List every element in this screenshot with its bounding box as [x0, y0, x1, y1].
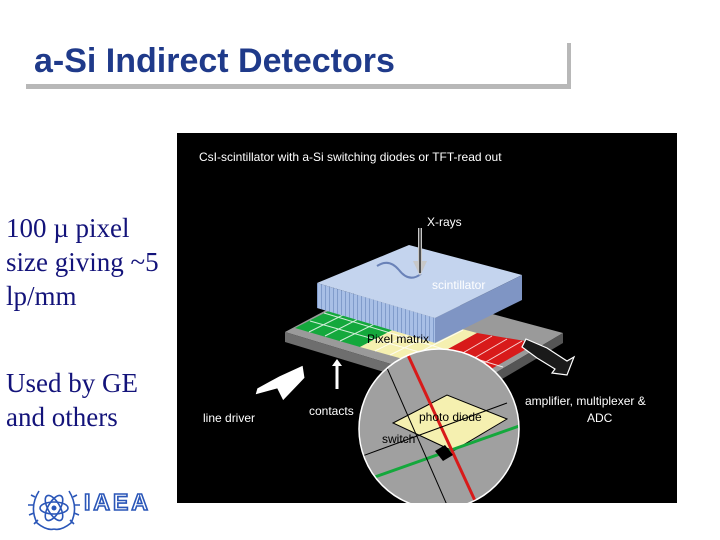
- pixel-matrix-label: Pixel matrix: [367, 332, 429, 346]
- line-driver-label: line driver: [203, 411, 255, 425]
- diagram-header: CsI-scintillator with a-Si switching dio…: [199, 150, 502, 164]
- scintillator-block: [317, 245, 522, 343]
- amplifier-label-1: amplifier, multiplexer &: [525, 394, 646, 408]
- iaea-logo: IAEA: [27, 483, 167, 533]
- title-bar: a-Si Indirect Detectors: [22, 38, 567, 84]
- un-wreath-atom-icon: [28, 490, 80, 531]
- detector-diagram: CsI-scintillator with a-Si switching dio…: [177, 133, 677, 503]
- slide-title: a-Si Indirect Detectors: [34, 42, 395, 80]
- xrays-label: X-rays: [427, 215, 462, 229]
- amplifier-arrow: [521, 338, 576, 376]
- photo-diode-label: photo diode: [419, 410, 482, 424]
- magnified-pixel: photo diode switch: [358, 348, 520, 503]
- amplifier-label-2: ADC: [587, 411, 613, 425]
- detector-diagram-svg: CsI-scintillator with a-Si switching dio…: [199, 150, 646, 503]
- pixel-size-text: 100 µ pixel size giving ~5 lp/mm: [6, 213, 159, 311]
- switch-icon: [435, 445, 453, 461]
- contacts-label: contacts: [309, 404, 354, 418]
- line-driver-arrow: [254, 364, 306, 402]
- switch-label: switch: [382, 432, 415, 446]
- users-text: Used by GE and others: [6, 368, 138, 432]
- logo-text: IAEA: [83, 488, 151, 516]
- scintillator-label: scintillator: [432, 278, 485, 292]
